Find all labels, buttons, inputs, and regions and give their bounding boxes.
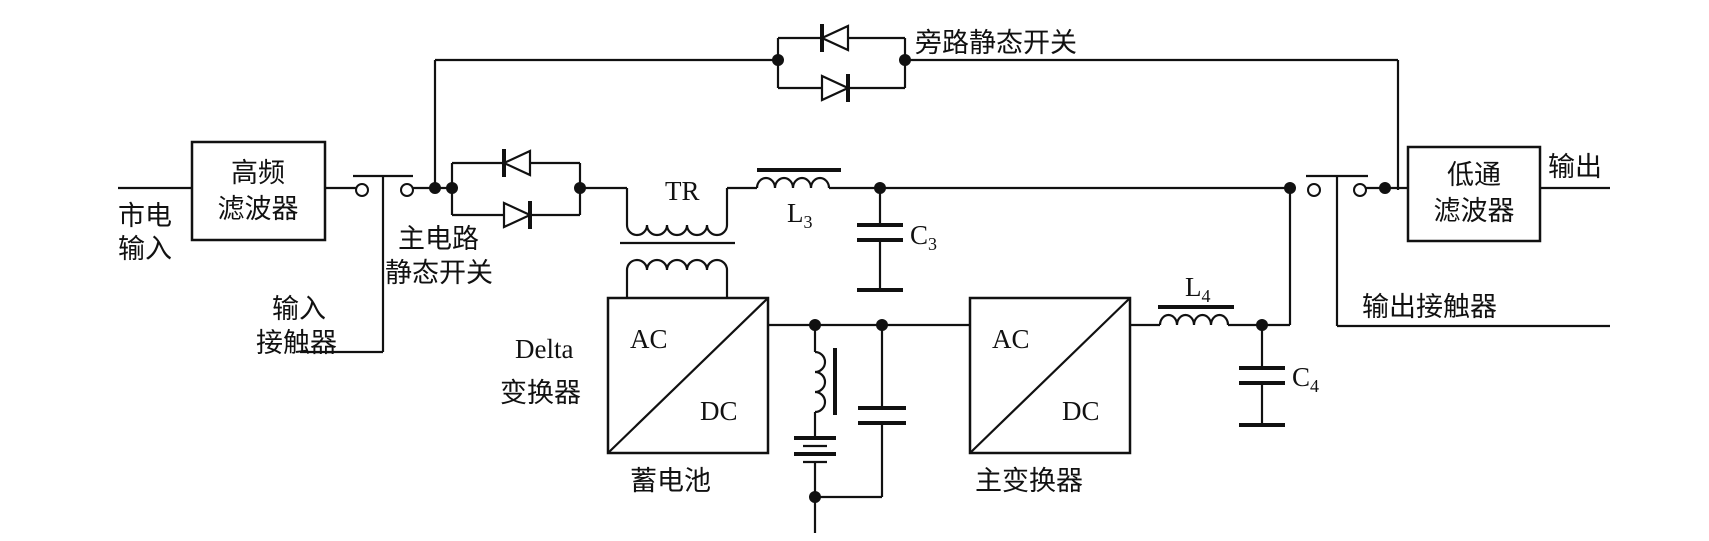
lp-filter-label-1: 低通 xyxy=(1447,160,1501,191)
delta-converter-block: AC DC xyxy=(606,296,770,455)
output-label: 输出 xyxy=(1548,152,1602,183)
inductor-l4 xyxy=(1158,305,1234,326)
hf-filter-block: 高频 滤波器 xyxy=(190,140,327,242)
hf-filter-label-1: 高频 xyxy=(231,158,285,189)
lp-filter-block: 低通 滤波器 xyxy=(1406,145,1542,243)
bypass-path xyxy=(433,58,1400,190)
delta-label-2: 变换器 xyxy=(500,378,581,409)
input-contactor-label-2: 接触器 xyxy=(256,328,337,359)
mains-input-label-2: 输入 xyxy=(118,234,172,265)
battery-branch xyxy=(794,325,882,533)
main-ac-label: AC xyxy=(992,324,1030,354)
transformer-label: TR xyxy=(665,176,700,206)
battery-label: 蓄电池 xyxy=(630,466,711,497)
capacitor-c4 xyxy=(1239,319,1285,427)
input-contactor xyxy=(300,174,414,354)
l3-label: L3 xyxy=(787,198,813,232)
main-dc-label: DC xyxy=(1062,396,1100,426)
mains-input-label-1: 市电 xyxy=(118,201,172,232)
bypass-static-switch xyxy=(772,24,911,102)
delta-dc-label: DC xyxy=(700,396,738,426)
c3-label: C3 xyxy=(910,220,937,254)
dc-bus-capacitor xyxy=(858,325,906,497)
c4-label: C4 xyxy=(1292,362,1319,396)
hf-filter-label-2: 滤波器 xyxy=(218,194,299,225)
main-converter-block: AC DC xyxy=(968,296,1132,455)
inductor-l3 xyxy=(755,168,841,189)
delta-ac-label: AC xyxy=(630,324,668,354)
input-contactor-label-1: 输入 xyxy=(272,294,326,325)
main-static-switch xyxy=(446,149,586,229)
delta-label-1: Delta xyxy=(515,334,573,364)
output-contactor xyxy=(1306,174,1610,328)
l4-label: L4 xyxy=(1185,272,1211,306)
output-contactor-label: 输出接触器 xyxy=(1362,292,1497,323)
capacitor-c3 xyxy=(857,182,903,292)
main-switch-label-1: 主电路 xyxy=(398,224,479,255)
lp-filter-label-2: 滤波器 xyxy=(1434,196,1515,227)
main-converter-label: 主变换器 xyxy=(975,466,1083,497)
main-switch-label-2: 静态开关 xyxy=(385,258,493,289)
bypass-switch-label: 旁路静态开关 xyxy=(915,28,1077,59)
transformer-tr xyxy=(620,188,735,298)
